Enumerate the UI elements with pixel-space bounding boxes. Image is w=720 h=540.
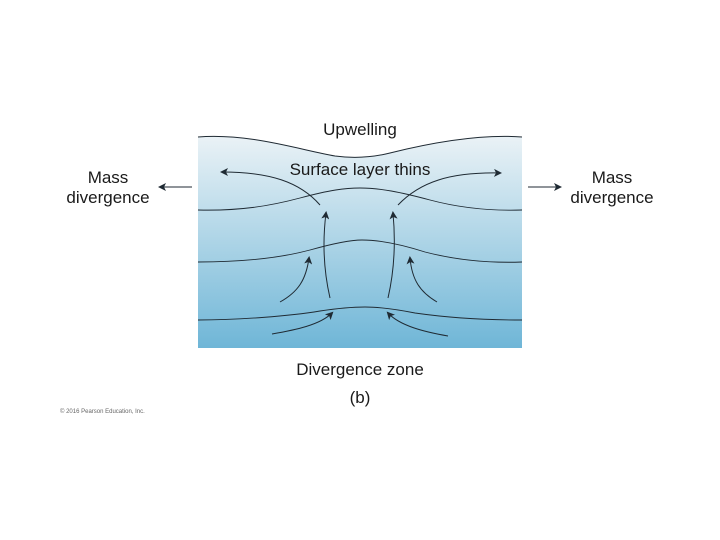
flow-arrow-bottom-right <box>386 311 449 337</box>
divergence-zone-label: Divergence zone <box>296 360 424 379</box>
right-label-line-2: divergence <box>570 188 654 207</box>
panel-label: (b) <box>349 388 371 407</box>
left-label-line-1: Mass <box>87 168 129 187</box>
layer-line-1 <box>197 187 523 211</box>
flow-arrow-mid-right <box>406 256 438 303</box>
flow-arrow-upper-left <box>220 168 321 206</box>
flow-arrow-mid-left <box>279 256 313 303</box>
right-label-line-1: Mass <box>591 168 633 187</box>
layer-line-2 <box>197 239 523 263</box>
left-label-line-2: divergence <box>66 188 150 207</box>
flow-arrow-rise-right <box>387 211 398 299</box>
flow-arrow-upper-right <box>397 168 502 206</box>
copyright-notice: © 2016 Pearson Education, Inc. <box>60 409 145 415</box>
diagram-title: Upwelling <box>323 120 397 139</box>
left-mass-divergence-label: Mass divergence <box>58 168 158 208</box>
flow-arrow-bottom-left <box>271 311 334 335</box>
layer-line-3 <box>197 306 523 321</box>
flow-arrow-rise-left <box>321 211 331 299</box>
right-mass-divergence-label: Mass divergence <box>562 168 662 208</box>
sea-surface-line <box>197 135 523 158</box>
surface-layer-label: Surface layer thins <box>289 160 431 179</box>
water-body <box>198 136 522 348</box>
